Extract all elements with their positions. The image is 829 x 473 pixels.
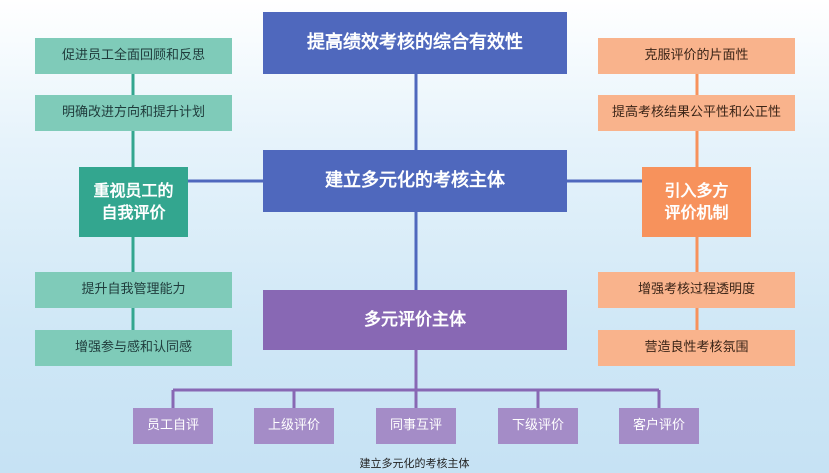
subject-box: 员工自评 (133, 408, 213, 444)
right-item-3: 增强考核过程透明度 (598, 272, 795, 308)
figure-caption: 建立多元化的考核主体 (359, 457, 470, 470)
left-item-2: 明确改进方向和提升计划 (35, 95, 232, 131)
bottom-box: 多元评价主体 (263, 290, 567, 350)
left-item-1: 促进员工全面回顾和反思 (35, 38, 232, 74)
right-item-4: 营造良性考核氛围 (598, 330, 795, 366)
right-main-box: 引入多方 评价机制 (642, 167, 751, 237)
top-goal-box: 提高绩效考核的综合有效性 (263, 12, 567, 74)
subject-box: 客户评价 (619, 408, 699, 444)
left-main-box: 重视员工的 自我评价 (79, 167, 188, 237)
left-item-3: 提升自我管理能力 (35, 272, 232, 308)
subject-box: 下级评价 (498, 408, 578, 444)
right-item-2: 提高考核结果公平性和公正性 (598, 95, 795, 131)
right-item-1: 克服评价的片面性 (598, 38, 795, 74)
left-item-4: 增强参与感和认同感 (35, 330, 232, 366)
center-box: 建立多元化的考核主体 (263, 150, 567, 212)
subject-box: 同事互评 (376, 408, 456, 444)
subject-box: 上级评价 (254, 408, 334, 444)
